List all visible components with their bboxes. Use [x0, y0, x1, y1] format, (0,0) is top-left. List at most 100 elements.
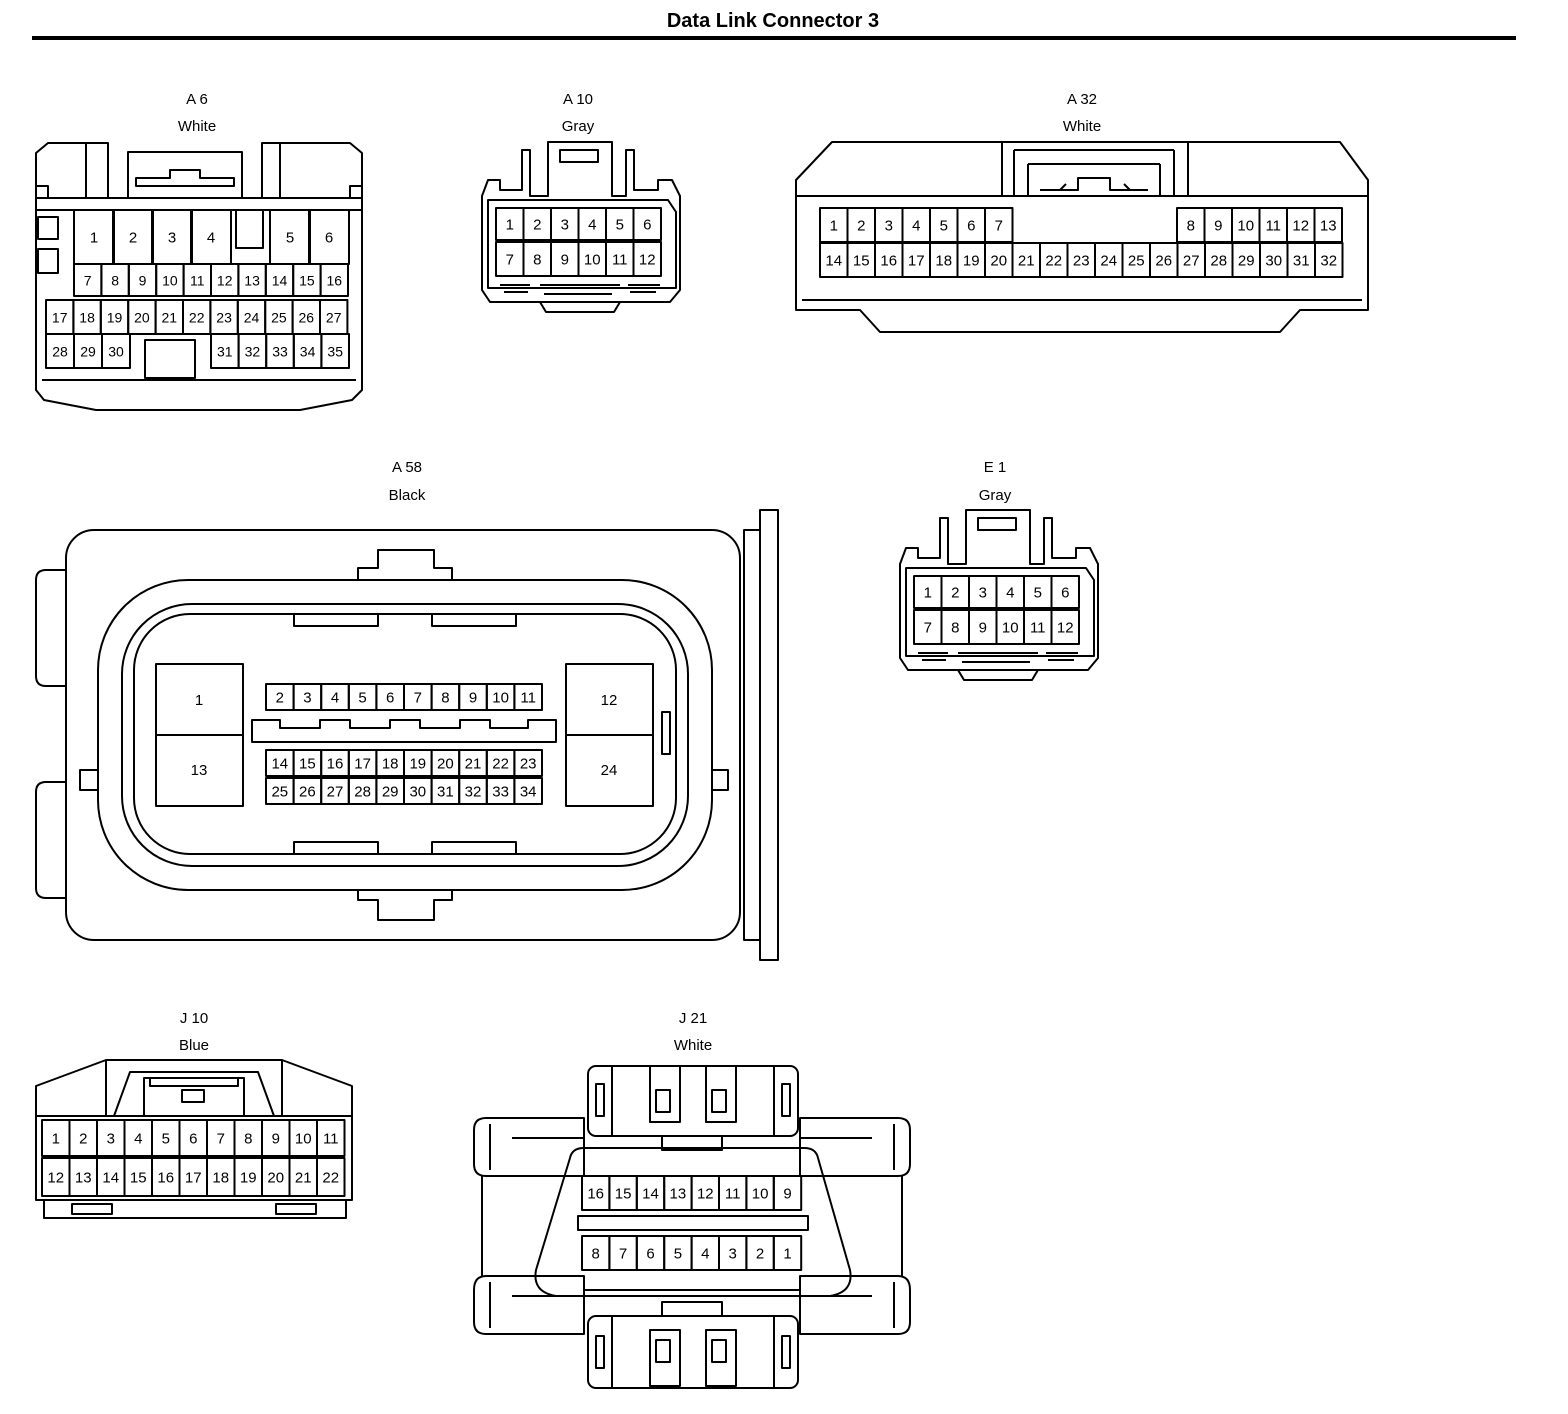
pin-a6-30: 30: [108, 344, 124, 360]
pin-a6-20: 20: [134, 310, 150, 326]
pin-a32-12: 12: [1292, 218, 1309, 235]
pin-j21-3: 3: [729, 1246, 737, 1263]
pin-a32-15: 15: [853, 253, 870, 270]
pin-j10-19: 19: [240, 1170, 257, 1187]
pin-a32-14: 14: [825, 253, 842, 270]
pin-e1-11: 11: [1030, 620, 1046, 637]
pin-a6-5: 5: [286, 230, 294, 247]
pin-a10-3: 3: [561, 217, 569, 234]
pin-cell-a58-11: [513, 683, 544, 711]
pin-j21-1: 1: [783, 1246, 791, 1263]
pin-a6-16: 16: [327, 273, 343, 289]
pin-j10-7: 7: [217, 1131, 225, 1148]
pin-a58-29: 29: [382, 784, 399, 801]
pin-a32-28: 28: [1210, 253, 1227, 270]
pin-j10-17: 17: [185, 1170, 202, 1187]
pin-a58-10: 10: [492, 690, 509, 707]
pin-cell-j10-22: [316, 1157, 346, 1197]
pin-a32-16: 16: [880, 253, 897, 270]
pin-a6-8: 8: [111, 273, 119, 289]
pin-e1-9: 9: [979, 620, 987, 637]
pin-j10-15: 15: [130, 1170, 147, 1187]
pin-a32-5: 5: [940, 218, 948, 235]
pin-j10-5: 5: [162, 1131, 170, 1148]
pin-j10-3: 3: [107, 1131, 115, 1148]
pin-a32-10: 10: [1237, 218, 1254, 235]
pin-j10-10: 10: [295, 1131, 312, 1148]
pin-j21-9: 9: [783, 1186, 791, 1203]
pin-a6-26: 26: [299, 310, 315, 326]
pin-a6-9: 9: [139, 273, 147, 289]
connector-j21: J 21 White: [473, 1010, 911, 1389]
pin-a6-29: 29: [80, 344, 96, 360]
pin-a6-10: 10: [162, 273, 178, 289]
pin-a6-25: 25: [271, 310, 287, 326]
connector-a32-id: A 32: [1067, 91, 1097, 108]
pin-j10-22: 22: [322, 1170, 339, 1187]
pin-a32-7: 7: [995, 218, 1003, 235]
connector-a32-housing: [795, 141, 1369, 333]
title-rule: [32, 36, 1516, 40]
pin-a6-28: 28: [52, 344, 68, 360]
pin-a32-29: 29: [1238, 253, 1255, 270]
pin-a58-27: 27: [327, 784, 344, 801]
pin-j10-1: 1: [52, 1131, 60, 1148]
pin-a58-4: 4: [331, 690, 339, 707]
pin-cell-a58-34: [513, 777, 544, 805]
pin-a58-23: 23: [520, 756, 537, 773]
pin-a32-21: 21: [1018, 253, 1035, 270]
pin-a58-2: 2: [276, 690, 284, 707]
pin-j10-21: 21: [295, 1170, 312, 1187]
pin-a10-10: 10: [584, 252, 601, 269]
pin-cell-a6-30: [101, 333, 131, 369]
pin-a6-1: 1: [90, 230, 98, 247]
pin-j10-12: 12: [47, 1170, 64, 1187]
pin-a32-11: 11: [1265, 218, 1281, 235]
pin-j10-2: 2: [79, 1131, 87, 1148]
connector-a58-color: Black: [389, 487, 426, 504]
pin-a32-24: 24: [1100, 253, 1117, 270]
pin-cell-a10-6: [632, 207, 662, 241]
pin-a32-13: 13: [1320, 218, 1337, 235]
connector-a32-color: White: [1063, 118, 1101, 135]
connector-j21-id: J 21: [679, 1010, 707, 1027]
pin-a32-2: 2: [857, 218, 865, 235]
pin-a58-30: 30: [409, 784, 426, 801]
pin-a58-8: 8: [441, 690, 449, 707]
pin-a6-17: 17: [52, 310, 68, 326]
pin-e1-10: 10: [1002, 620, 1019, 637]
pin-cell-j21-9: [772, 1175, 803, 1211]
pin-j10-9: 9: [272, 1131, 280, 1148]
pin-a58-22: 22: [492, 756, 509, 773]
pin-a10-7: 7: [506, 252, 514, 269]
pin-cell-j21-1: [772, 1235, 803, 1271]
pin-j21-8: 8: [592, 1246, 600, 1263]
pin-a32-31: 31: [1293, 253, 1310, 270]
pin-a10-9: 9: [561, 252, 569, 269]
pin-a58-17: 17: [354, 756, 371, 773]
pin-a32-9: 9: [1214, 218, 1222, 235]
pin-a58-34: 34: [520, 784, 537, 801]
pin-a58-24: 24: [601, 762, 618, 779]
pin-a58-1: 1: [195, 692, 203, 709]
pin-a10-5: 5: [616, 217, 624, 234]
pin-cell-e1-12: [1050, 609, 1080, 645]
pin-j10-4: 4: [134, 1131, 142, 1148]
pin-cell-a58-23: [513, 749, 544, 777]
pin-j10-18: 18: [212, 1170, 229, 1187]
pin-a32-17: 17: [908, 253, 925, 270]
pin-cell-e1-6: [1050, 575, 1080, 609]
pin-a6-33: 33: [272, 344, 288, 360]
pin-a58-5: 5: [358, 690, 366, 707]
pin-a58-11: 11: [520, 690, 536, 707]
pin-j21-6: 6: [646, 1246, 654, 1263]
pin-a6-21: 21: [162, 310, 178, 326]
connector-a10-housing: [481, 141, 681, 303]
pin-a58-31: 31: [437, 784, 454, 801]
pin-a58-32: 32: [465, 784, 482, 801]
connector-a6-id: A 6: [186, 91, 208, 108]
